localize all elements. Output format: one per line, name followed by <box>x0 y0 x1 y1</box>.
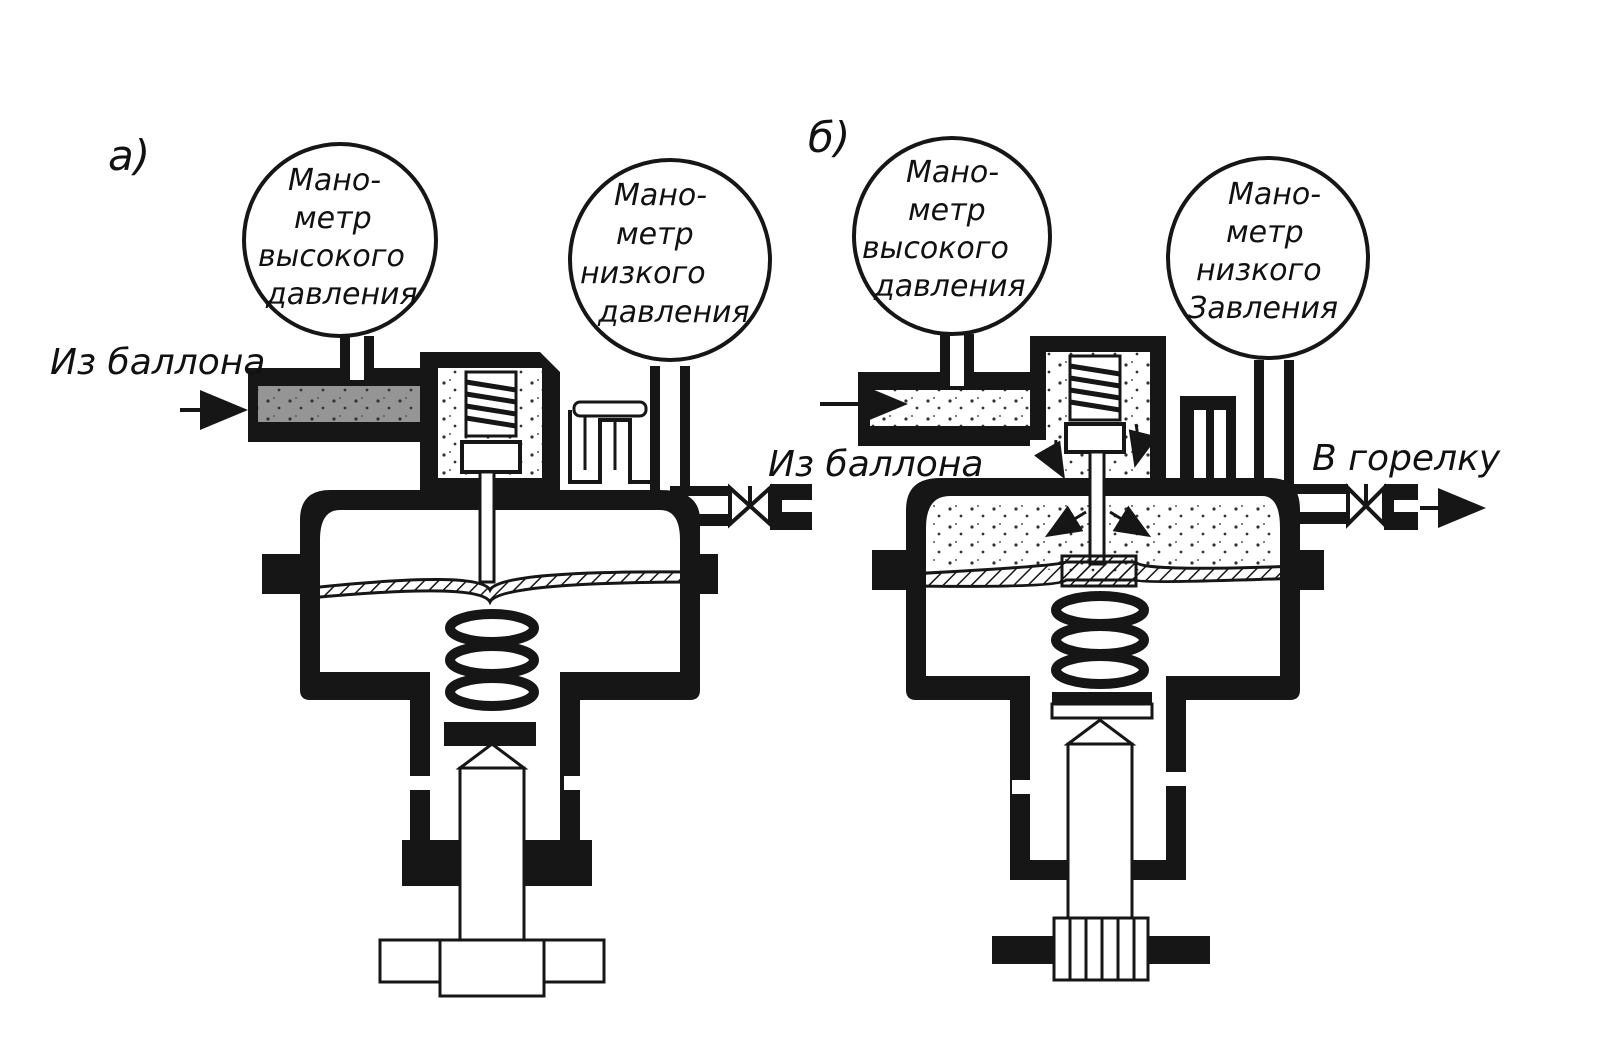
panel-a-gauge-high-line3: высокого <box>258 239 405 274</box>
panel-a-diaphragm <box>308 570 702 606</box>
panel-b-outlet <box>1294 483 1418 530</box>
panel-b-gauge-high-line1: Мано- <box>906 155 999 190</box>
panel-a-gauge-high: Мано- метр высокого давления <box>242 142 438 338</box>
panel-b-valve-stem <box>1088 450 1106 566</box>
panel-b-regulating-spring <box>1050 591 1154 720</box>
panel-b-letter: б) <box>808 113 850 162</box>
panel-b-gauge-low-line3: низкого <box>1196 253 1322 288</box>
panel-a-inlet-pipe <box>248 368 428 442</box>
panel-a-gauge-high-line2: метр <box>294 201 372 236</box>
panel-b-flow-arrow-down-left <box>1044 505 1087 538</box>
panel-b-gauge-low: Мано- метр низкого Завления <box>1166 156 1370 360</box>
panel-b-flow-arrow-down-right <box>1109 505 1152 538</box>
panel-b-gauge-high: Мано- метр высокого давления <box>852 136 1052 336</box>
panel-a-valve-stem <box>478 470 496 584</box>
panel-b-diaphragm-plate <box>1060 554 1138 588</box>
panel-a-regulating-spring <box>444 609 539 746</box>
panel-a-gauge-high-line4: давления <box>265 277 418 312</box>
panel-b-valve-plug <box>1064 422 1126 454</box>
panel-a-gauge-low-line3: низкого <box>580 256 706 291</box>
panel-a-valve-spring <box>464 370 518 438</box>
panel-a: а) Мано- метр высокого давления <box>50 131 983 998</box>
panel-a-gauge-low-line2: метр <box>616 217 694 252</box>
panel-b-gauge-high-line3: высокого <box>862 231 1009 266</box>
panel-b-gauge-low-line1: Мано- <box>1228 177 1321 212</box>
panel-b: б) Мано- метр высокого давления <box>808 113 1501 982</box>
panel-b-gauge-low-line2: метр <box>1226 215 1304 250</box>
panel-b-adjusting-screw <box>992 718 1210 982</box>
panel-a-valve-plug <box>460 440 522 474</box>
panel-b-flow-arrow-right <box>1128 423 1158 468</box>
panel-b-outlet-label: В горелку <box>1312 438 1501 479</box>
panel-b-flow-arrow-left <box>1034 439 1065 480</box>
panel-b-gauge-high-line4: давления <box>873 269 1026 304</box>
panel-b-valve-spring <box>1068 354 1122 422</box>
panel-a-inlet-label: Из баллона <box>50 342 265 383</box>
panel-b-gauge-high-line2: метр <box>908 193 986 228</box>
panel-b-gauge-low-line4: Завления <box>1188 291 1338 326</box>
panel-a-adjusting-screw <box>378 742 606 998</box>
panel-a-gauge-low-line1: Мано- <box>614 178 707 213</box>
panel-a-gauge-high-line1: Мано- <box>288 163 381 198</box>
panel-b-low-pipe <box>1180 360 1294 490</box>
panel-a-gauge-low: Мано- метр низкого давления <box>568 158 772 362</box>
panel-a-gauge-low-line4: давления <box>597 295 750 330</box>
panel-a-letter: а) <box>108 131 150 180</box>
